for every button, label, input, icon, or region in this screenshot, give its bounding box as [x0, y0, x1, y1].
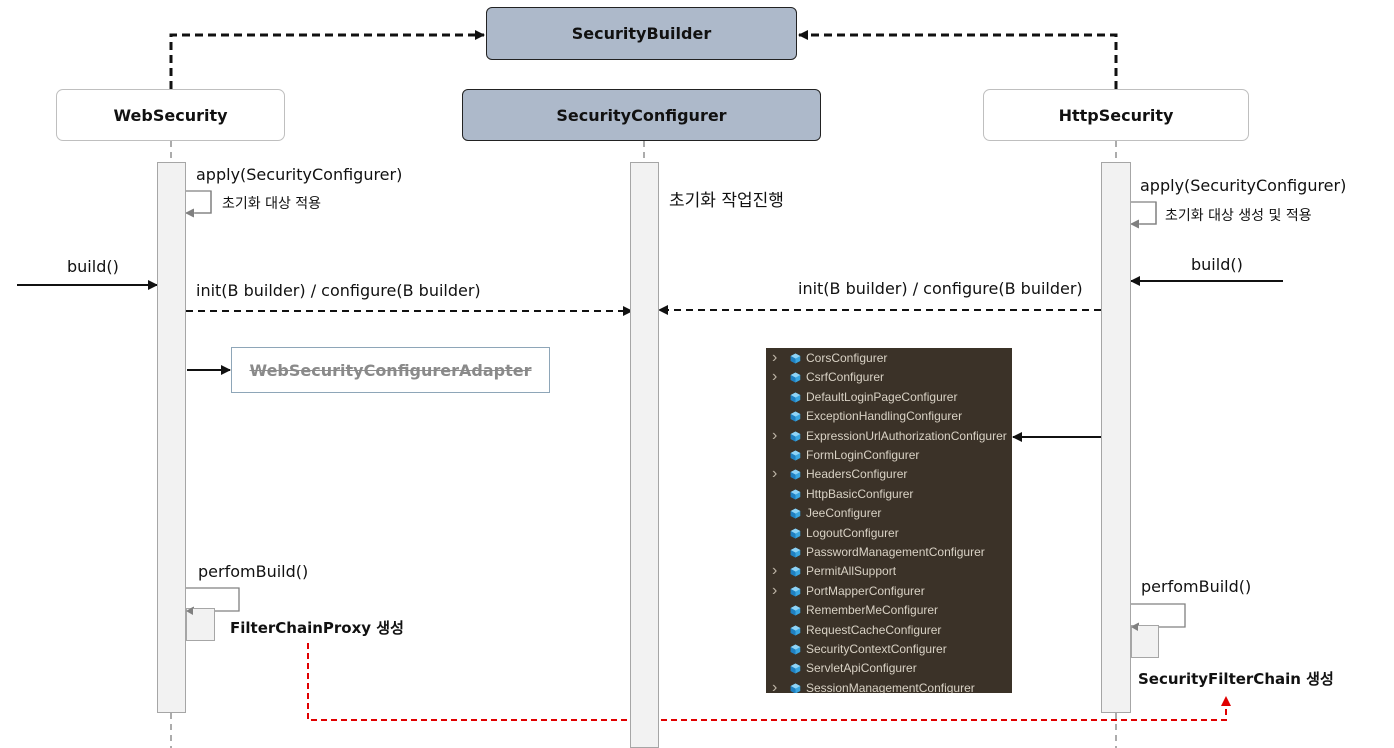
- ws-init-label: init(B builder) / configure(B builder): [196, 281, 481, 300]
- configurer-name: PermitAllSupport: [806, 564, 897, 579]
- ws-build-label: build(): [67, 257, 119, 276]
- configurer-name: ExceptionHandlingConfigurer: [806, 409, 963, 424]
- hs-apply-note: 초기화 대상 생성 및 적용: [1165, 208, 1312, 224]
- configurer-list-item[interactable]: FormLoginConfigurer: [766, 447, 1012, 466]
- sc-note-label: 초기화 작업진행: [669, 191, 784, 211]
- configurer-list-item[interactable]: RememberMeConfigurer: [766, 602, 1012, 621]
- configurer-name: FormLoginConfigurer: [806, 448, 920, 462]
- configurer-list-item[interactable]: LogoutConfigurer: [766, 525, 1012, 544]
- configurer-list-item[interactable]: › PortMapperConfigurer: [766, 581, 1012, 602]
- class-icon: [790, 528, 801, 539]
- chevron-right-icon[interactable]: ›: [772, 368, 778, 386]
- hs-build-label: build(): [1191, 255, 1243, 274]
- class-icon: [790, 353, 801, 364]
- chevron-right-icon[interactable]: ›: [772, 465, 778, 483]
- configurer-name: ExpressionUrlAuthorizationConfigurer: [806, 428, 1007, 443]
- configurer-list-item[interactable]: SecurityContextConfigurer: [766, 641, 1012, 660]
- configurer-name: DefaultLoginPageConfigurer: [806, 389, 958, 404]
- configurer-name: CsrfConfigurer: [806, 370, 885, 385]
- class-icon: [790, 663, 801, 674]
- configurer-name: SessionManagementConfigurer: [806, 680, 975, 693]
- configurer-name: RequestCacheConfigurer: [806, 622, 942, 637]
- chevron-right-icon[interactable]: ›: [772, 562, 778, 580]
- configurer-list-item[interactable]: › CorsConfigurer: [766, 350, 1012, 369]
- hs-apply-self-arrow: [1130, 201, 1157, 229]
- configurer-list-item[interactable]: DefaultLoginPageConfigurer: [766, 389, 1012, 408]
- httpsecurity-box: HttpSecurity: [983, 89, 1249, 141]
- class-icon: [790, 469, 801, 480]
- hs-perform-label: perfomBuild(): [1141, 577, 1252, 596]
- ws-result-label: FilterChainProxy 생성: [230, 619, 404, 637]
- hs-apply-label: apply(SecurityConfigurer): [1140, 176, 1347, 195]
- class-icon: [790, 644, 801, 655]
- class-icon: [790, 605, 801, 616]
- configurer-name: PasswordManagementConfigurer: [806, 545, 985, 559]
- configurer-name: JeeConfigurer: [806, 506, 882, 521]
- configurer-list-item[interactable]: PasswordManagementConfigurer: [766, 544, 1012, 563]
- class-icon: [790, 586, 801, 597]
- class-icon: [790, 411, 801, 422]
- hs-activation-bar: [1101, 162, 1131, 713]
- configurer-name: HeadersConfigurer: [806, 467, 908, 482]
- configurer-list-item[interactable]: › PermitAllSupport: [766, 563, 1012, 582]
- websecurity-configurer-adapter-box: WebSecurityConfigurerAdapter: [231, 347, 550, 393]
- ws-perform-activation: [186, 608, 215, 641]
- class-icon: [790, 489, 801, 500]
- ws-apply-note: 초기화 대상 적용: [222, 196, 322, 212]
- ws-perform-label: perfomBuild(): [198, 562, 309, 581]
- chevron-right-icon[interactable]: ›: [772, 678, 778, 693]
- configurer-list-item[interactable]: › ExpressionUrlAuthorizationConfigurer: [766, 426, 1012, 447]
- class-icon: [790, 392, 801, 403]
- configurer-list-item[interactable]: › CsrfConfigurer: [766, 369, 1012, 388]
- configurer-list-item[interactable]: RequestCacheConfigurer: [766, 622, 1012, 641]
- ws-apply-self-arrow: [185, 190, 212, 218]
- class-icon: [790, 683, 801, 693]
- websecurity-box: WebSecurity: [56, 89, 285, 141]
- security-builder-box: SecurityBuilder: [486, 7, 797, 60]
- configurer-name: LogoutConfigurer: [806, 525, 899, 540]
- configurer-list-item[interactable]: › SessionManagementConfigurer: [766, 678, 1012, 693]
- configurer-name: RememberMeConfigurer: [806, 603, 939, 618]
- class-icon: [790, 450, 801, 461]
- httpsecurity-to-builder-line: [798, 30, 1118, 89]
- class-icon: [790, 508, 801, 519]
- hs-result-label: SecurityFilterChain 생성: [1138, 670, 1334, 688]
- filterchain-link-arrow: [307, 643, 1231, 721]
- configurer-list-item[interactable]: ExceptionHandlingConfigurer: [766, 408, 1012, 427]
- configurer-name: HttpBasicConfigurer: [806, 486, 914, 501]
- chevron-right-icon[interactable]: ›: [772, 426, 778, 444]
- configurer-list-item[interactable]: JeeConfigurer: [766, 505, 1012, 524]
- class-icon: [790, 431, 801, 442]
- sc-activation-bar: [630, 162, 659, 748]
- ws-apply-label: apply(SecurityConfigurer): [196, 165, 403, 184]
- class-icon: [790, 566, 801, 577]
- websecurity-to-builder-line: [169, 30, 485, 89]
- configurer-list-item[interactable]: › HeadersConfigurer: [766, 466, 1012, 485]
- configurer-name: PortMapperConfigurer: [806, 583, 925, 598]
- configurer-name: CorsConfigurer: [806, 351, 888, 365]
- chevron-right-icon[interactable]: ›: [772, 581, 778, 599]
- configurer-list-item[interactable]: HttpBasicConfigurer: [766, 486, 1012, 505]
- hs-perform-activation: [1131, 625, 1159, 658]
- hs-init-label: init(B builder) / configure(B builder): [798, 279, 1083, 298]
- configurer-list-item[interactable]: ServletApiConfigurer: [766, 660, 1012, 679]
- class-icon: [790, 547, 801, 558]
- chevron-right-icon[interactable]: ›: [772, 349, 778, 366]
- class-icon: [790, 372, 801, 383]
- ws-activation-bar: [157, 162, 186, 713]
- class-icon: [790, 625, 801, 636]
- security-configurer-box: SecurityConfigurer: [462, 89, 821, 141]
- hs-perform-self-arrow: [1130, 603, 1186, 632]
- configurer-name: SecurityContextConfigurer: [806, 642, 947, 656]
- configurer-name: ServletApiConfigurer: [806, 661, 917, 676]
